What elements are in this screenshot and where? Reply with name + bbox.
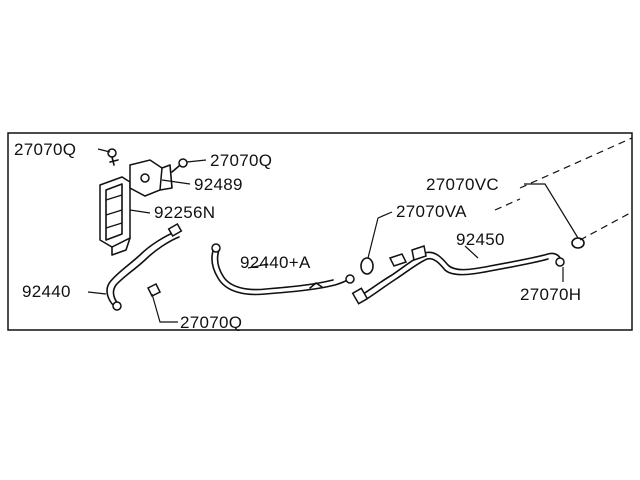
module-bracket-part (99, 176, 131, 256)
bracket-92489-part (129, 159, 173, 197)
clip-27070q-lower (146, 282, 162, 298)
leader-lines (87, 148, 579, 323)
label-92440: 92440 (22, 282, 71, 301)
bolt-27070q-top-left (107, 148, 119, 166)
o-ring-27070vc (571, 237, 585, 249)
label-92440-a: 92440+A (240, 253, 311, 272)
label-27070va: 27070VA (396, 202, 467, 221)
diagram-frame (7, 132, 633, 331)
label-92256n: 92256N (154, 203, 215, 222)
label-27070q-lower: 27070Q (180, 313, 242, 332)
label-27070q-top-right: 27070Q (210, 151, 272, 170)
pipe-92440-part (106, 223, 183, 311)
o-ring-27070va (360, 257, 374, 275)
pipe-92450-part (351, 245, 565, 305)
label-92450: 92450 (456, 230, 505, 249)
dashed-guides (494, 137, 633, 241)
pipe-92440-a-part (211, 243, 355, 296)
label-27070vc: 27070VC (426, 175, 499, 194)
label-27070h: 27070H (520, 285, 581, 304)
bolt-27070q-top-right (171, 158, 188, 173)
label-92489: 92489 (194, 175, 243, 194)
label-27070q-top-left: 27070Q (14, 140, 76, 159)
